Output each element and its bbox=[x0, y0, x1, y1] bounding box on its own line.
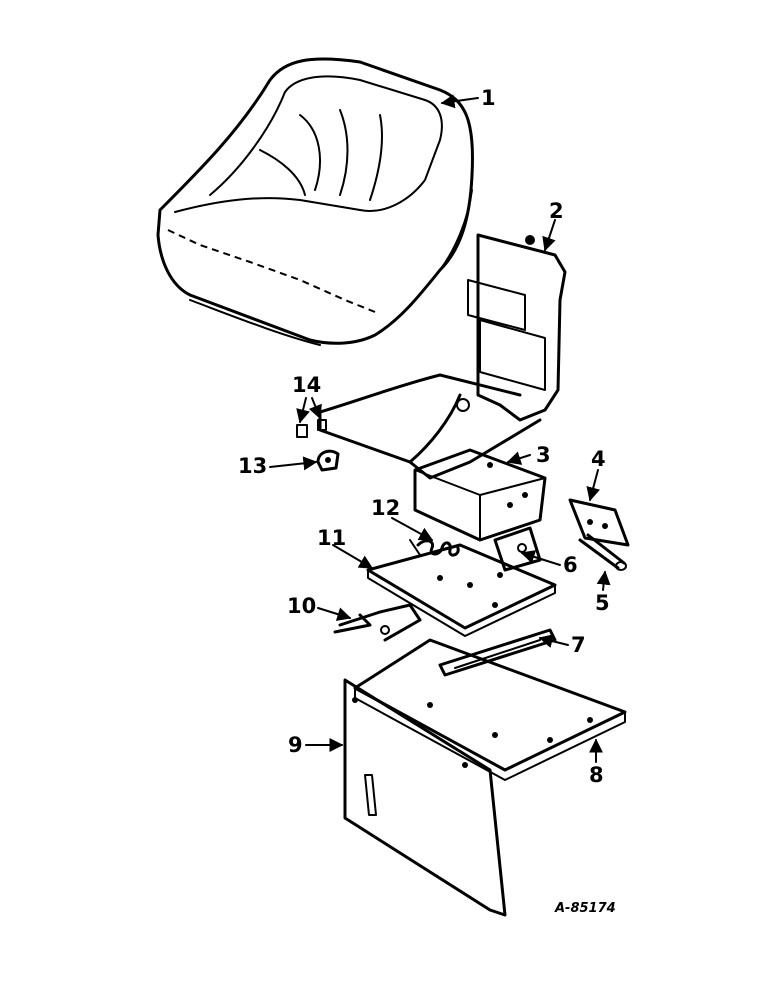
leader-6 bbox=[520, 550, 561, 566]
callout-labels: 1 2 3 4 5 6 7 8 9 10 11 12 13 14 bbox=[238, 86, 610, 787]
callout-11: 11 bbox=[317, 526, 346, 550]
callout-4: 4 bbox=[591, 447, 606, 471]
leader-2 bbox=[542, 219, 556, 252]
leader-1 bbox=[440, 94, 479, 109]
pin bbox=[578, 533, 627, 571]
leader-10 bbox=[317, 607, 352, 621]
callout-9: 9 bbox=[288, 733, 303, 757]
leader-12 bbox=[391, 517, 434, 541]
leader-14b bbox=[308, 397, 322, 420]
callout-2: 2 bbox=[549, 199, 564, 223]
callout-5: 5 bbox=[595, 591, 610, 615]
rail bbox=[438, 628, 557, 677]
latch-lever bbox=[333, 603, 422, 642]
seat-frame bbox=[318, 233, 567, 480]
callout-14: 14 bbox=[292, 373, 321, 397]
leader-4 bbox=[586, 469, 601, 502]
plate bbox=[568, 498, 630, 547]
leader-7 bbox=[538, 634, 569, 648]
slide-plate bbox=[366, 543, 557, 637]
clip bbox=[316, 449, 340, 472]
callout-6: 6 bbox=[563, 553, 578, 577]
seat-cushion bbox=[156, 57, 474, 346]
fasteners bbox=[296, 419, 327, 438]
leader-13 bbox=[269, 456, 318, 471]
callout-10: 10 bbox=[287, 594, 316, 618]
leader-11 bbox=[332, 544, 374, 569]
leader-14a bbox=[296, 397, 310, 424]
drawing-id: A-85174 bbox=[554, 901, 616, 916]
spring bbox=[409, 539, 460, 557]
callout-13: 13 bbox=[238, 454, 267, 478]
callout-12: 12 bbox=[371, 496, 400, 520]
side-panel bbox=[343, 678, 507, 917]
callout-8: 8 bbox=[589, 763, 604, 787]
callout-3: 3 bbox=[536, 443, 551, 467]
mounting-bracket bbox=[413, 448, 547, 542]
leader-5 bbox=[596, 570, 611, 591]
leader-3 bbox=[506, 451, 531, 465]
leader-lines bbox=[269, 94, 611, 763]
callout-7: 7 bbox=[571, 633, 586, 657]
base-plate bbox=[353, 638, 627, 781]
callout-1: 1 bbox=[481, 86, 496, 110]
